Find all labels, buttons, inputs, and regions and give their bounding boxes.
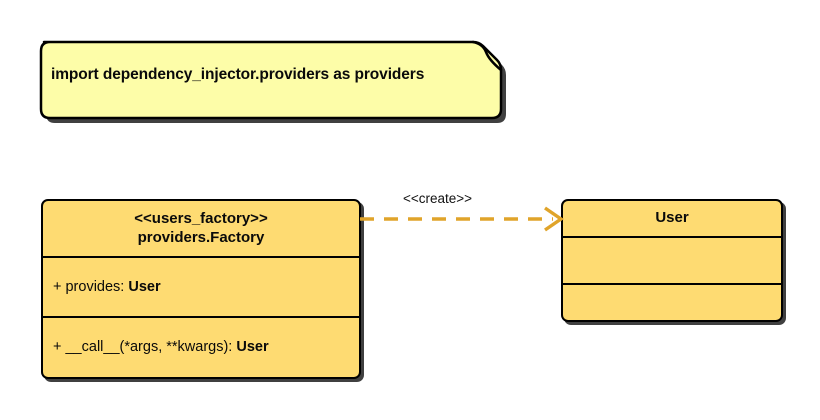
operation-type: User xyxy=(236,339,269,355)
uml-note[interactable] xyxy=(39,40,506,123)
attribute-label: + provides: xyxy=(53,279,129,295)
class-name: providers.Factory xyxy=(137,228,265,246)
class-attributes-compartment xyxy=(563,238,781,283)
class-header-user: User xyxy=(563,201,781,238)
operation-row: + __call__(*args, **kwargs): User xyxy=(43,339,269,355)
note-text: import dependency_injector.providers as … xyxy=(51,66,425,83)
operation-label: + __call__(*args, **kwargs): xyxy=(53,339,237,355)
open-arrowhead-icon xyxy=(544,206,565,232)
class-operations-compartment xyxy=(563,283,781,319)
attribute-row: + provides: User xyxy=(43,279,161,295)
attribute-type: User xyxy=(128,279,161,295)
uml-class-user[interactable]: User xyxy=(561,199,783,322)
class-attributes-compartment: + provides: User xyxy=(43,258,359,316)
uml-class-users-factory[interactable]: <<users_factory>> providers.Factory + pr… xyxy=(41,199,361,379)
relationship-create[interactable] xyxy=(355,180,570,240)
class-operations-compartment: + __call__(*args, **kwargs): User xyxy=(43,316,359,376)
note-shape-svg xyxy=(39,40,506,123)
class-name: User xyxy=(655,209,689,227)
class-stereotype: <<users_factory>> xyxy=(134,209,268,227)
relationship-svg xyxy=(360,206,565,232)
relationship-label: <<create>> xyxy=(403,191,473,206)
note-fold-icon xyxy=(471,40,503,72)
class-header-users-factory: <<users_factory>> providers.Factory xyxy=(43,201,359,258)
